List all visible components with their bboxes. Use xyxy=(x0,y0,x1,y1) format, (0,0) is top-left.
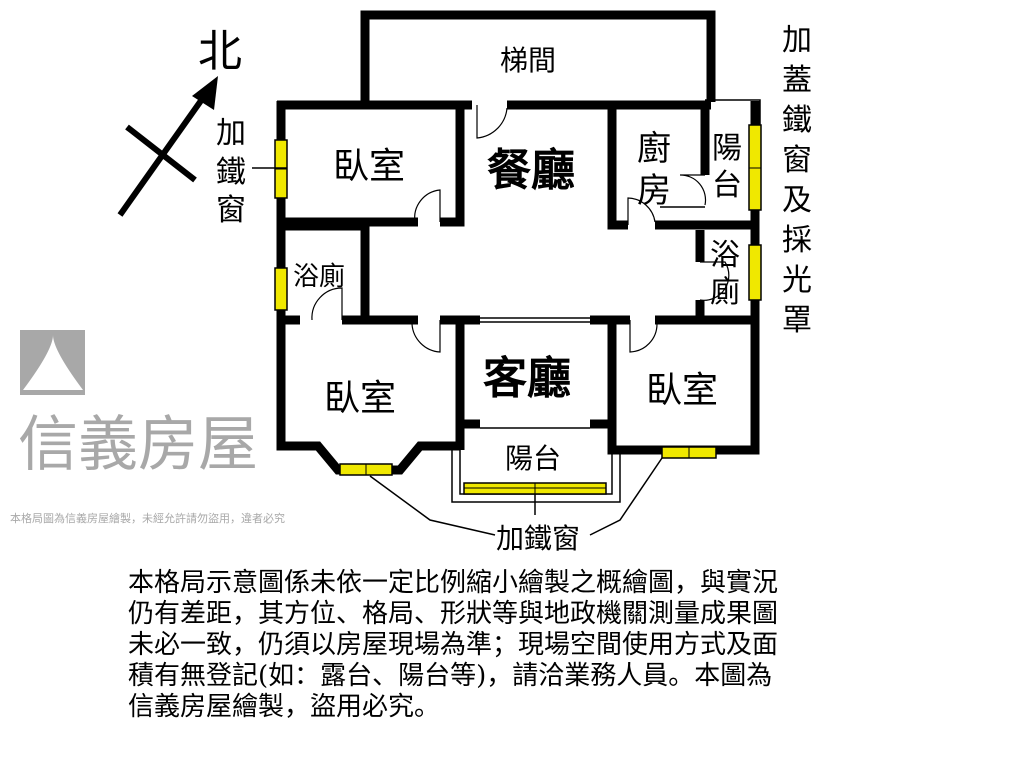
svg-text:窗: 窗 xyxy=(782,143,812,178)
disclaimer-line: 本格局示意圖係未依一定比例縮小繪製之概繪圖，與實況 xyxy=(128,568,779,598)
disclaimer-line: 信義房屋繪製，盜用必究。 xyxy=(128,692,441,722)
svg-text:加: 加 xyxy=(216,116,246,151)
room-living: 客廳 xyxy=(483,353,571,404)
room-kitchen-2: 房 xyxy=(637,171,671,211)
annotation-left-window: 加鐵窗 xyxy=(216,116,246,228)
room-bedroom-bottom-left: 臥室 xyxy=(324,378,396,419)
svg-text:鐵: 鐵 xyxy=(216,155,246,190)
room-kitchen-1: 廚 xyxy=(637,129,671,169)
watermark: 信義房屋 本格局圖為信義房屋繪製，未經允許請勿盜用，違者必究 xyxy=(10,330,285,525)
room-dining: 餐廳 xyxy=(487,145,575,196)
svg-text:蓋: 蓋 xyxy=(782,63,812,98)
svg-text:加: 加 xyxy=(782,23,812,58)
walls xyxy=(276,10,760,475)
window-bath-left xyxy=(274,267,288,311)
svg-text:罩: 罩 xyxy=(782,303,812,338)
disclaimer-line: 積有無登記(如：露台、陽台等)，請洽業務人員。本圖為 xyxy=(128,661,773,691)
room-bath-left: 浴廁 xyxy=(293,262,345,292)
room-stairwell: 梯間 xyxy=(500,44,556,77)
room-bath-right-1: 浴 xyxy=(710,238,740,273)
room-bedroom-bottom-right: 臥室 xyxy=(646,370,718,411)
svg-text:光: 光 xyxy=(782,263,812,298)
svg-text:窗: 窗 xyxy=(216,193,246,228)
room-balcony-top-1: 陽 xyxy=(712,131,742,166)
room-bath-right-2: 廁 xyxy=(710,275,740,310)
room-balcony-bottom: 陽台 xyxy=(505,442,561,475)
svg-text:鐵: 鐵 xyxy=(782,103,812,138)
svg-text:採: 採 xyxy=(782,223,812,258)
watermark-brand: 信義房屋 xyxy=(18,410,258,480)
svg-text:及: 及 xyxy=(782,183,812,218)
window-mullions xyxy=(275,167,761,494)
annotation-bottom-window: 加鐵窗 xyxy=(496,522,580,555)
annotation-right-window: 加蓋鐵 窗及採 光罩 xyxy=(782,23,812,338)
leader-line xyxy=(369,475,496,536)
room-balcony-top-2: 台 xyxy=(712,168,742,203)
north-arrow-icon xyxy=(117,76,218,217)
doors xyxy=(311,105,730,353)
disclaimer-line: 仍有差距，其方位、格局、形狀等與地政機關測量成果圖 xyxy=(128,599,779,629)
room-bedroom-top-left: 臥室 xyxy=(333,146,405,187)
disclaimer: 本格局示意圖係未依一定比例縮小繪製之概繪圖，與實況 仍有差距，其方位、格局、形狀… xyxy=(128,568,908,723)
north-label: 北 xyxy=(198,26,242,77)
leader-line xyxy=(589,457,663,536)
watermark-notice: 本格局圖為信義房屋繪製，未經允許請勿盜用，違者必究 xyxy=(10,511,285,525)
disclaimer-line: 未必一致，仍須以房屋現場為準；現場空間使用方式及面 xyxy=(128,630,779,660)
window-right-bath xyxy=(748,244,762,301)
